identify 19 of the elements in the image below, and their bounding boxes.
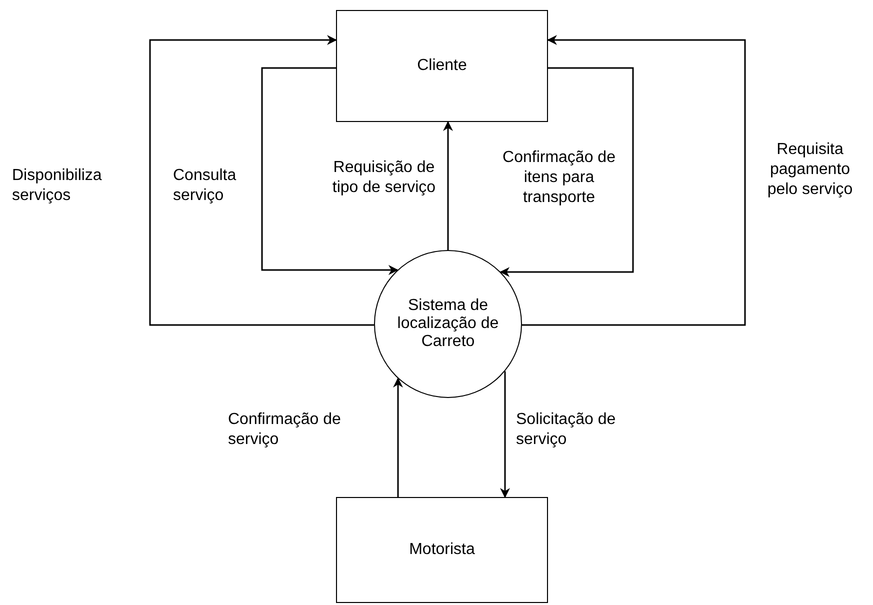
arrow xyxy=(443,121,453,250)
arrow xyxy=(149,35,374,326)
edge-label: Consulta serviço xyxy=(173,166,238,206)
node-label: Sistema de localização de Carreto xyxy=(396,297,500,351)
edge-label: Disponibiliza serviços xyxy=(12,166,103,206)
arrow xyxy=(500,371,510,498)
edge-label: Requisição de tipo de serviço xyxy=(331,158,437,198)
arrow xyxy=(522,35,746,326)
entity-box xyxy=(336,10,548,122)
node-label: Cliente xyxy=(417,57,467,75)
arrow xyxy=(261,67,398,275)
edge-label: Confirmação de itens para transporte xyxy=(502,148,616,208)
arrow xyxy=(500,67,634,277)
edge-label: Requisita pagamento pelo serviço xyxy=(766,140,854,200)
edge-label: Solicitação de serviço xyxy=(516,410,617,450)
entity-box xyxy=(336,497,548,603)
arrow xyxy=(393,378,403,497)
node-label: Motorista xyxy=(409,541,475,559)
edge-label: Confirmação de serviço xyxy=(228,410,342,450)
